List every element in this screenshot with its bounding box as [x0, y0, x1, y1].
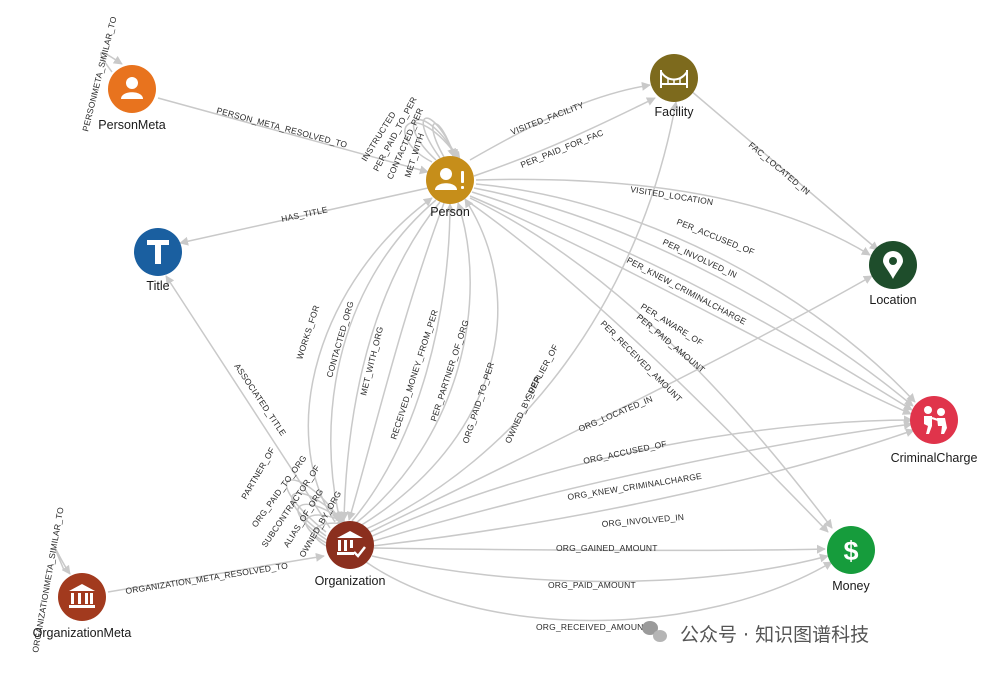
edge-per-received-amount[interactable] [465, 199, 829, 533]
edge-contacted-org[interactable] [330, 199, 437, 521]
edge-personmeta-similar-to[interactable] [100, 51, 123, 73]
watermark: 公众号 · 知识图谱科技 [642, 621, 869, 646]
edge-partner-of[interactable] [285, 479, 341, 533]
edge-label: CONTACTED_ORG [324, 300, 355, 379]
edge-label: ORG_PAID_AMOUNT [548, 580, 636, 590]
edge-label: ORG_PAID_TO_PER [460, 361, 496, 445]
node-location[interactable]: Location [869, 241, 917, 307]
letter-t-icon [147, 240, 169, 264]
edge-per-accused-of[interactable] [475, 183, 916, 403]
edge-per-paid-for-fac[interactable] [473, 97, 656, 177]
edge-org-accused-of[interactable] [367, 415, 913, 539]
node-person[interactable]: Person [426, 156, 474, 219]
node-label: Location [869, 293, 916, 307]
edge-org-gained-amount[interactable] [373, 544, 826, 554]
edge-fac-located-in[interactable] [689, 89, 879, 251]
wechat-icon [642, 621, 667, 642]
edge-works-for[interactable] [307, 197, 433, 523]
node-label: Organization [315, 574, 386, 588]
node-facility[interactable]: Facility [650, 54, 698, 119]
edge-label: ORG_RECEIVED_AMOUNT [536, 622, 649, 632]
dollar-icon: $ [843, 536, 858, 566]
edge-label: VISITED_LOCATION [630, 184, 714, 207]
person-icon [121, 77, 143, 99]
edge-visited-facility[interactable] [469, 81, 651, 161]
edge-org-located-in[interactable] [365, 275, 873, 535]
bank-check-icon [337, 531, 366, 558]
node-label: CriminalCharge [891, 451, 978, 465]
node-title[interactable]: Title [134, 228, 182, 293]
edge-person-meta-resolved-to[interactable] [157, 97, 429, 175]
node-label: PersonMeta [98, 118, 165, 132]
watermark-text: 公众号 · 知识图谱科技 [680, 624, 869, 646]
edge-per-knew-criminalcharge[interactable] [471, 191, 913, 411]
edge-met-with-org[interactable] [339, 201, 441, 521]
edge-label: PER_RECEIVED_AMOUNT [599, 318, 685, 404]
edge-organization-meta-resolved-to[interactable] [107, 552, 325, 593]
edge-label: ORG_ACCUSED_OF [582, 439, 667, 466]
edge-label: FAC_LOCATED_IN [747, 140, 812, 197]
node-label: Facility [655, 105, 695, 119]
edge-alias-of-org[interactable] [305, 514, 347, 545]
edge-labels: PERSONMETA_SIMILAR_TO PERSON_META_RESOLV… [30, 15, 812, 653]
person-alert-icon [435, 168, 464, 190]
edge-label: PER_PARTNER_OF_ORG [428, 318, 470, 422]
edge-label: ORG_KNEW_CRIMINALCHARGE [567, 471, 703, 502]
edge-org-paid-to-org[interactable] [291, 492, 343, 537]
edge-instructed[interactable] [404, 121, 461, 163]
edge-org-knew-criminalcharge[interactable] [369, 420, 913, 543]
edge-label: PERSON_META_RESOLVED_TO [215, 105, 348, 150]
edge-org-received-amount[interactable] [365, 561, 833, 622]
edge-label: PER_PAID_FOR_FAC [519, 127, 605, 169]
edge-per-paid-to-per[interactable] [412, 119, 459, 161]
node-personmeta[interactable]: PersonMeta [98, 65, 166, 132]
edge-associated-title[interactable] [165, 275, 331, 529]
edges [54, 51, 916, 622]
map-pin-icon [883, 251, 903, 279]
edge-label: WORKS_FOR [294, 304, 321, 361]
edge-met-with[interactable] [432, 122, 456, 158]
edge-label: ORG_GAINED_AMOUNT [556, 543, 658, 553]
edge-subcontractor-of[interactable] [297, 503, 345, 541]
edge-per-partner-of-org[interactable] [351, 203, 455, 522]
edge-per-involved-in[interactable] [473, 187, 914, 407]
edge-label: ASSOCIATED_TITLE [232, 362, 288, 438]
bridge-icon [660, 70, 688, 88]
node-label: Person [430, 205, 470, 219]
edge-label: VISITED_FACILITY [509, 100, 585, 137]
node-label: Money [832, 579, 870, 593]
edge-label: PERSONMETA_SIMILAR_TO [80, 15, 118, 132]
edge-has-title[interactable] [179, 187, 429, 246]
bank-icon [69, 584, 95, 608]
node-money[interactable]: $ Money [827, 526, 875, 593]
node-label: OrganizationMeta [33, 626, 132, 640]
edge-supplier-of[interactable] [363, 101, 679, 531]
edge-label: SUPPLIER_OF [523, 343, 560, 401]
edge-label: ORG_LOCATED_IN [577, 394, 654, 434]
edge-organizationmeta-similar-to[interactable] [54, 547, 71, 575]
edge-label: ORGANIZATION_META_RESOLVED_TO [125, 560, 289, 596]
edge-org-involved-in[interactable] [371, 428, 915, 547]
edge-org-paid-amount[interactable] [371, 553, 829, 583]
node-organizationmeta[interactable]: OrganizationMeta [33, 573, 132, 640]
edge-owned-by-per[interactable] [359, 198, 499, 527]
nodes: PersonMeta Person Facility [33, 54, 978, 640]
node-criminalcharge[interactable]: CriminalCharge [891, 396, 978, 465]
edge-org-paid-to-per[interactable] [355, 202, 471, 524]
edge-visited-location[interactable] [475, 178, 871, 256]
node-organization[interactable]: Organization [315, 521, 386, 588]
node-label: Title [146, 279, 169, 293]
edge-received-money-from-per[interactable] [347, 202, 445, 521]
edge-label: HAS_TITLE [280, 204, 328, 224]
edge-label: ORG_INVOLVED_IN [601, 512, 684, 529]
arrest-icon [924, 406, 947, 434]
edge-per-aware-of[interactable] [469, 195, 912, 415]
